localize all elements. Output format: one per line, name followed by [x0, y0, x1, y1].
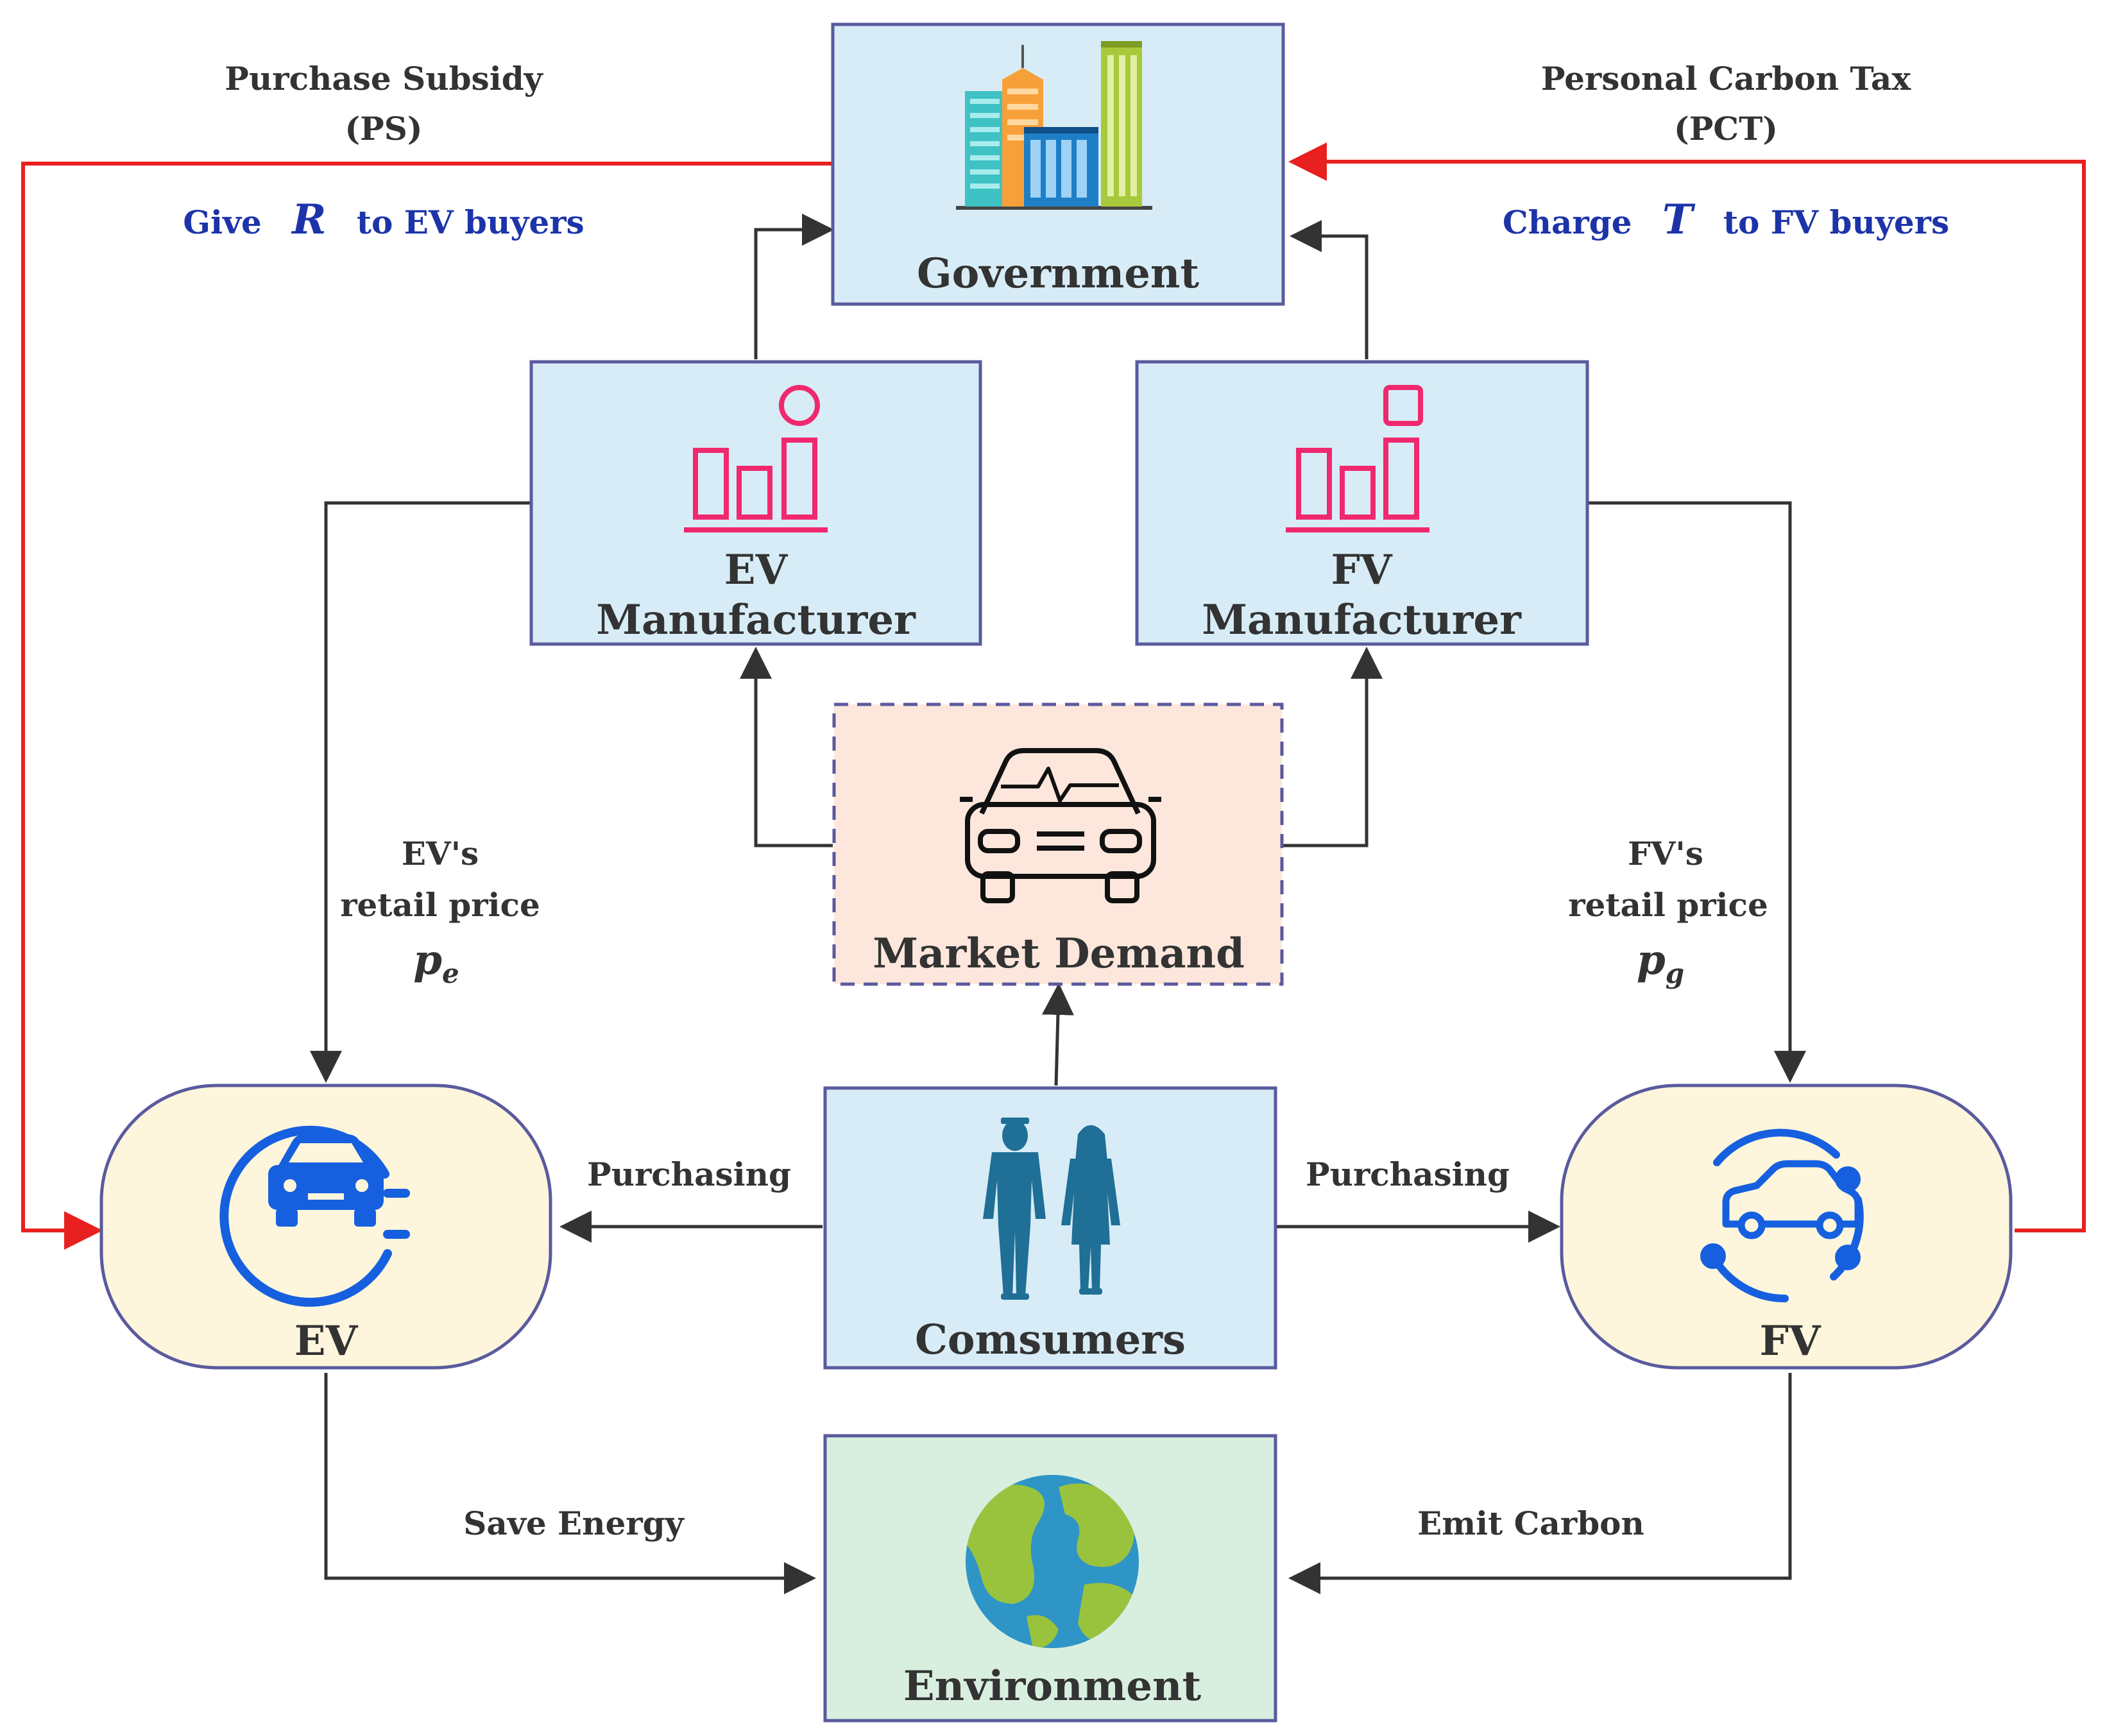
people-icon [983, 1118, 1120, 1300]
consumers-to-demand-arrow [1041, 983, 1074, 1086]
fv-manufacturer-node: FV Manufacturer [1135, 360, 1589, 646]
fv-price-line2: retail price [1568, 886, 1768, 924]
market-demand-node: Market Demand [832, 702, 1284, 986]
purchasing-ev-label: Purchasing [587, 1155, 791, 1193]
purchasing-fv-label: Purchasing [1306, 1155, 1510, 1193]
ev-car-glyph [268, 1134, 384, 1227]
buildings-icon [956, 41, 1152, 210]
ev-manufacturer-to-government-arrow [754, 214, 834, 359]
bar-chart-icon [1286, 385, 1429, 532]
fv-price-symbol: pg [1637, 936, 1684, 989]
carbon-tax-arrow [1288, 142, 2086, 1232]
fv-node: FV [1560, 1084, 2013, 1370]
fv-price-line1: FV's [1628, 835, 1703, 872]
fv-manufacturer-to-government-arrow [1290, 220, 1369, 359]
earth-icon [966, 1475, 1139, 1648]
consumers-node: Comsumers [823, 1086, 1277, 1370]
environment-node: Environment [823, 1434, 1277, 1723]
ev-price-symbol: pe [413, 936, 459, 989]
ev-manufacturer-label-line2: Manufacturer [596, 596, 916, 644]
fv-manufacturer-label-line2: Manufacturer [1202, 596, 1522, 644]
carbon-tax-action: Charge T to FV buyers [1503, 196, 1949, 244]
fv-manufacturer-label-line1: FV [1331, 546, 1392, 594]
fv-car-glyph [1722, 1160, 1862, 1239]
ev-price-annotation: EV's retail price pe [340, 835, 540, 989]
purchase-subsidy-abbr: (PS) [345, 110, 422, 148]
purchase-subsidy-action: Give R to EV buyers [183, 196, 584, 244]
ev-label: EV [294, 1317, 359, 1365]
carbon-tax-annotation: Personal Carbon Tax (PCT) Charge T to FV… [1503, 60, 1949, 244]
demand-to-fv-manufacturer-arrow [1283, 647, 1383, 847]
demand-to-ev-manufacturer-arrow [740, 647, 833, 847]
ev-price-line1: EV's [402, 835, 479, 872]
carbon-tax-title: Personal Carbon Tax [1541, 60, 1911, 98]
fv-price-annotation: FV's retail price pg [1568, 835, 1768, 989]
government-label: Government [917, 250, 1199, 298]
purchase-subsidy-annotation: Purchase Subsidy (PS) Give R to EV buyer… [183, 60, 584, 244]
purchase-subsidy-title: Purchase Subsidy [225, 60, 543, 98]
fv-label: FV [1759, 1317, 1821, 1365]
fv-manufacturer-to-fv-arrow [1589, 501, 1806, 1083]
ev-manufacturer-label-line1: EV [724, 546, 789, 594]
purchase-subsidy-arrow [21, 162, 834, 1250]
ev-node: EV [99, 1084, 552, 1370]
market-demand-label: Market Demand [873, 930, 1245, 978]
save-energy-label: Save Energy [463, 1504, 685, 1542]
emit-carbon-label: Emit Carbon [1417, 1504, 1644, 1542]
carbon-tax-abbr: (PCT) [1674, 110, 1778, 148]
ev-price-line2: retail price [340, 886, 540, 924]
bar-chart-icon [684, 385, 828, 532]
fv-to-environment-arrow [1288, 1373, 1792, 1594]
ev-manufacturer-node: EV Manufacturer [529, 360, 982, 646]
ev-manufacturer-to-ev-arrow [310, 501, 531, 1083]
environment-label: Environment [903, 1662, 1202, 1710]
government-node: Government [831, 22, 1285, 306]
electric-car-icon [219, 1125, 410, 1307]
consumers-label: Comsumers [915, 1316, 1186, 1364]
car-front-icon [960, 748, 1161, 903]
ev-to-environment-arrow [324, 1373, 816, 1594]
